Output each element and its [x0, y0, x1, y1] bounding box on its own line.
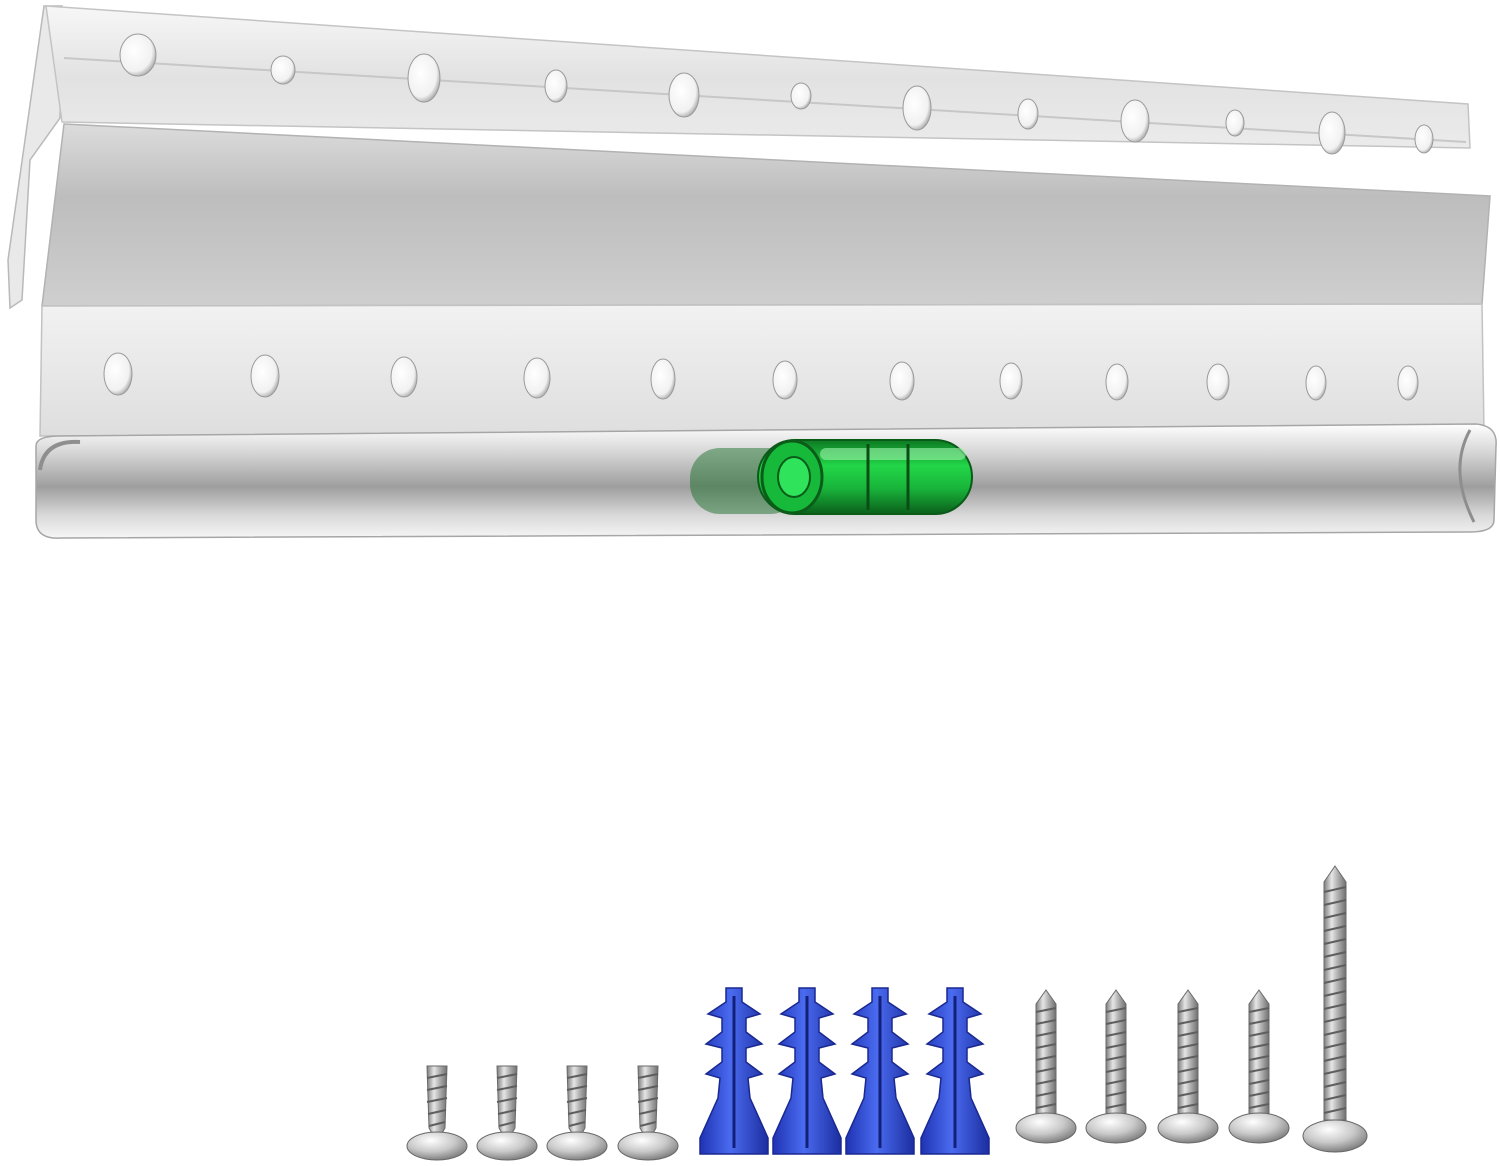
mounting-hole	[1414, 124, 1434, 154]
medium-screw	[1015, 989, 1077, 1144]
short-screw	[476, 1065, 538, 1161]
short-screw	[617, 1065, 679, 1161]
rail-channel-lip	[38, 439, 81, 471]
mounting-hole	[407, 53, 441, 103]
hardware-set	[406, 865, 1368, 1161]
blue-wall-anchor	[699, 987, 769, 1155]
level-end-cap-inner	[777, 456, 811, 498]
mounting-hole	[1318, 111, 1346, 155]
wall-rail	[7, 5, 1497, 539]
short-screw	[406, 1065, 468, 1161]
mounting-hole	[1120, 99, 1150, 143]
mounting-hole	[119, 33, 157, 77]
rail-top-flange	[45, 5, 1471, 149]
blue-wall-anchor	[772, 987, 842, 1155]
mounting-hole	[1105, 363, 1129, 401]
short-screw	[546, 1065, 608, 1161]
mounting-hole	[668, 72, 700, 118]
mounting-hole	[390, 356, 418, 398]
mounting-hole	[790, 82, 812, 110]
mounting-hole	[889, 361, 915, 401]
mounting-hole	[1206, 363, 1230, 401]
mounting-hole	[250, 354, 280, 398]
mounting-hole	[1305, 365, 1327, 401]
mounting-hole	[650, 358, 676, 400]
mounting-hole	[103, 352, 133, 396]
rail-channel-end	[1458, 429, 1476, 523]
long-screw	[1302, 865, 1368, 1153]
blue-wall-anchor	[920, 987, 990, 1155]
medium-screw	[1157, 989, 1219, 1144]
blue-wall-anchor	[845, 987, 915, 1155]
medium-screw	[1228, 989, 1290, 1144]
level-vial-highlight	[820, 448, 966, 460]
rail-bevel-face	[41, 123, 1491, 307]
bubble-level	[690, 439, 973, 515]
mounting-hole	[902, 85, 932, 131]
mounting-hole	[270, 55, 296, 85]
mounting-hole	[523, 357, 551, 399]
mounting-hole	[999, 362, 1023, 400]
medium-screw	[1085, 989, 1147, 1144]
mounting-hole	[1225, 109, 1245, 137]
mounting-hole	[1397, 365, 1419, 401]
bottom-hole-row	[103, 352, 1419, 401]
top-hole-row	[119, 33, 1434, 155]
mounting-hole	[772, 360, 798, 400]
mounting-hole	[544, 69, 568, 103]
mounting-hole	[1017, 98, 1039, 130]
